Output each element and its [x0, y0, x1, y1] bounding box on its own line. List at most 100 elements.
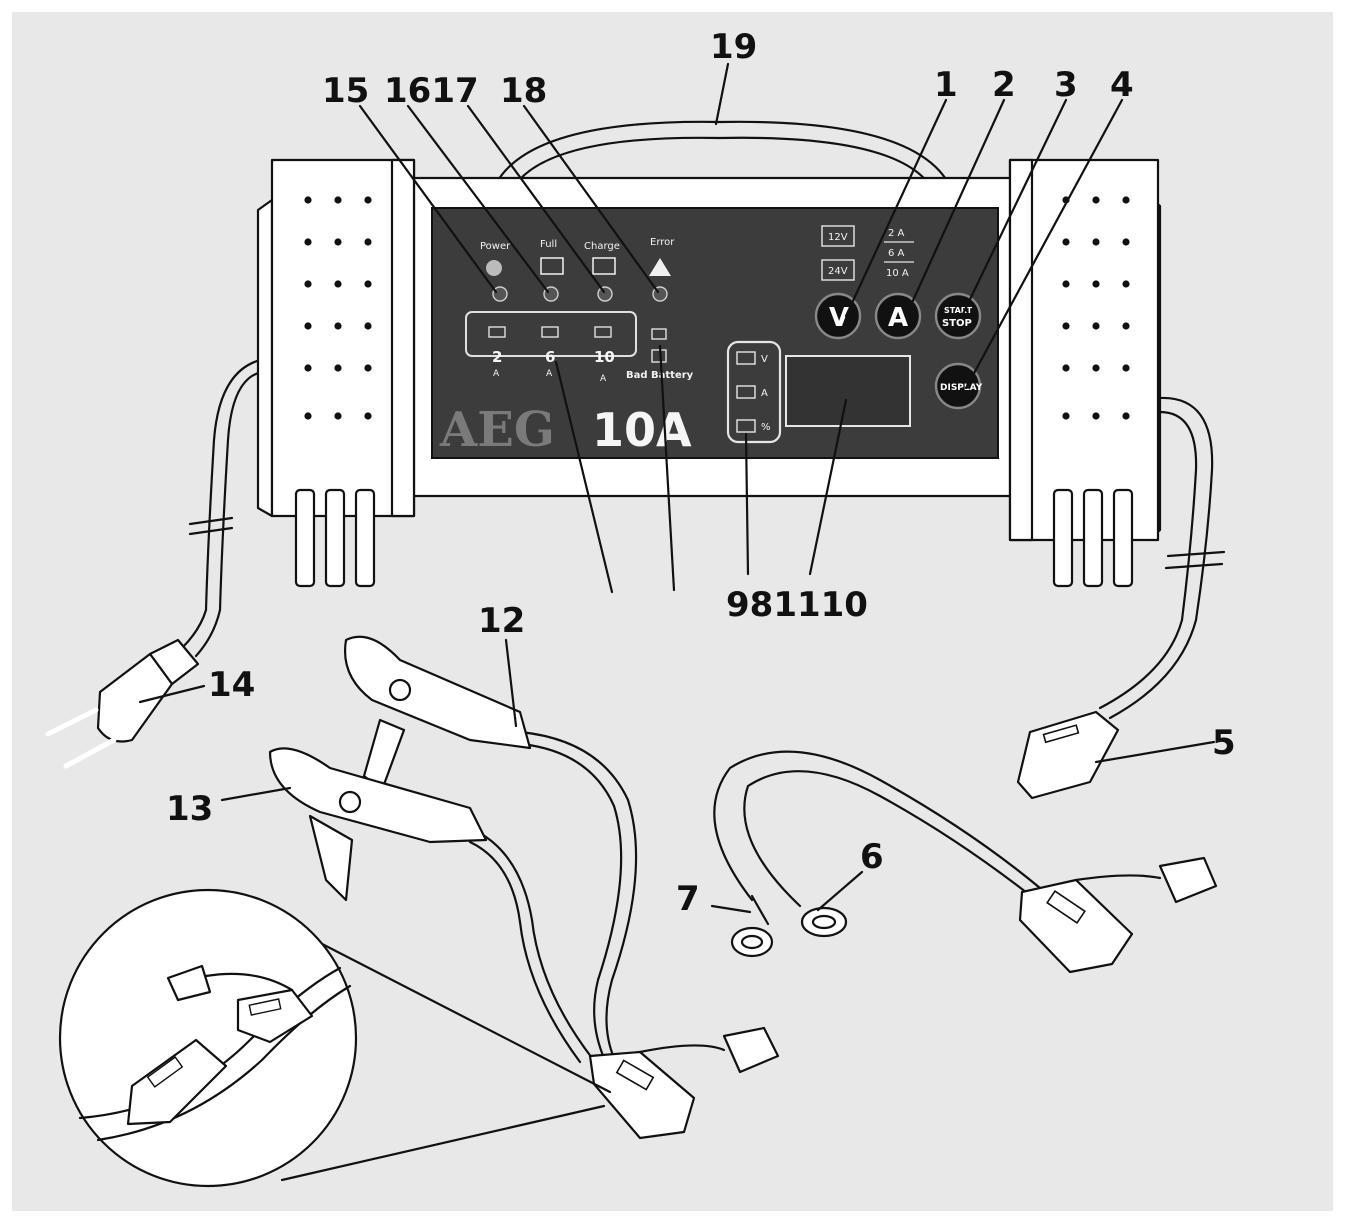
leader-9 [744, 432, 750, 576]
vent-hole [1122, 412, 1130, 420]
positive-clamp [344, 635, 532, 750]
amp-led-2 [488, 326, 506, 338]
leader-13 [220, 786, 292, 802]
current-button-body[interactable] [874, 292, 922, 340]
callout-2: 2 [992, 65, 1016, 105]
mains-plug [45, 516, 234, 769]
detail-inset [58, 888, 612, 1188]
callout-5: 5 [1212, 723, 1236, 763]
right-foot-1 [1052, 488, 1074, 588]
start-button-label: START [944, 306, 973, 315]
vent-hole [334, 322, 342, 330]
current-6-label: 6 A [888, 248, 905, 259]
vent-hole [1092, 412, 1100, 420]
led-label-error: Error [650, 237, 675, 248]
vent-hole [304, 238, 312, 246]
current-2-label: 2 A [888, 228, 905, 239]
inset-cable-inner [96, 984, 352, 1142]
vent-hole [334, 238, 342, 246]
output-connector [1016, 550, 1226, 800]
output-plug-slot [1042, 724, 1080, 744]
volt-24-label: 24V [828, 266, 848, 277]
start-stop-button-body[interactable] [934, 292, 982, 340]
amp-unit-6: A [546, 369, 553, 379]
leader-15 [358, 104, 498, 294]
vent-holes [304, 196, 1130, 420]
leader-2 [904, 98, 1006, 318]
amp-led-6 [541, 326, 559, 338]
eyelet-cable [713, 750, 1218, 974]
negative-clamp [268, 747, 488, 844]
callout-1617: 1617 [384, 71, 479, 111]
eyelet-cable-wire-inner [743, 770, 1038, 908]
carry-handle-inner [504, 136, 940, 208]
callout-numbers: 19 15 1617 18 1 2 3 4 981110 12 14 5 13 … [166, 27, 1236, 919]
callout-14: 14 [208, 665, 255, 705]
led-label-power: Power [480, 241, 511, 252]
warning-icon [649, 258, 671, 276]
voltage-button-body[interactable] [814, 292, 862, 340]
display-unit-a: A [761, 388, 768, 399]
output-plug-body [1016, 710, 1120, 800]
leader-16 [406, 104, 550, 294]
vent-hole [364, 364, 372, 372]
leader-17 [466, 104, 606, 294]
clamp-cable-12 [518, 730, 638, 1060]
start-stop-button[interactable]: START STOP [934, 292, 982, 340]
voltage-button[interactable]: V [814, 292, 862, 340]
vent-hole [364, 412, 372, 420]
brand-logo: AEG [439, 402, 555, 458]
display-unit-a-led [736, 385, 756, 399]
plug-body [96, 652, 174, 743]
cable-break-mark-4 [1164, 562, 1224, 570]
battery-charge-icon [592, 257, 616, 275]
vent-hole [1122, 322, 1130, 330]
current-button[interactable]: A [874, 292, 922, 340]
callout-12: 12 [478, 601, 525, 641]
leader-19 [714, 62, 730, 126]
leader-bad-battery [658, 344, 676, 592]
callout-3: 3 [1054, 65, 1078, 105]
volt-12-label: 12V [828, 232, 848, 243]
eyelet-connector-label-area [1046, 890, 1086, 924]
vent-hole [1122, 196, 1130, 204]
voltage-button-label: V [829, 303, 849, 333]
right-foot-3 [1112, 488, 1134, 588]
led-power [492, 286, 508, 302]
leader-10 [808, 398, 848, 576]
current-button-label: A [888, 303, 908, 333]
negative-clamp-pivot [338, 790, 362, 814]
display-button-body[interactable] [934, 362, 982, 410]
clamp-cap-wire [638, 1044, 726, 1054]
clamp-connector-label-area [615, 1059, 655, 1091]
leader-14 [138, 684, 206, 704]
bad-battery-icon [651, 349, 667, 363]
led-label-charge: Charge [584, 241, 620, 252]
output-cable-inner [1158, 410, 1198, 622]
callout-18: 18 [500, 71, 547, 111]
cable-break-mark-3 [1166, 550, 1226, 558]
clamp-cable-12-inner [520, 742, 623, 1060]
led-charge [597, 286, 613, 302]
vent-hole [1122, 364, 1130, 372]
led-label-full: Full [540, 239, 557, 250]
battery-full-icon [540, 257, 564, 275]
leader-amp-selector [554, 360, 614, 594]
display-button[interactable]: DISPLAY [934, 362, 983, 410]
vent-hole [304, 196, 312, 204]
right-foot-2 [1082, 488, 1104, 588]
vent-hole [364, 238, 372, 246]
vent-hole [1062, 322, 1070, 330]
callout-13: 13 [166, 789, 213, 829]
display-unit-frame [726, 340, 782, 444]
amp-label-2: 2 [492, 348, 502, 366]
callout-7: 7 [676, 879, 700, 919]
battery-24v-icon [821, 259, 855, 281]
display-unit-v-led [736, 351, 756, 365]
mains-cable [204, 356, 274, 612]
vent-hole [304, 412, 312, 420]
clamp-connector-cap [722, 1026, 780, 1074]
mains-cable-lower-inner [194, 608, 222, 658]
detail-circle [58, 888, 358, 1188]
